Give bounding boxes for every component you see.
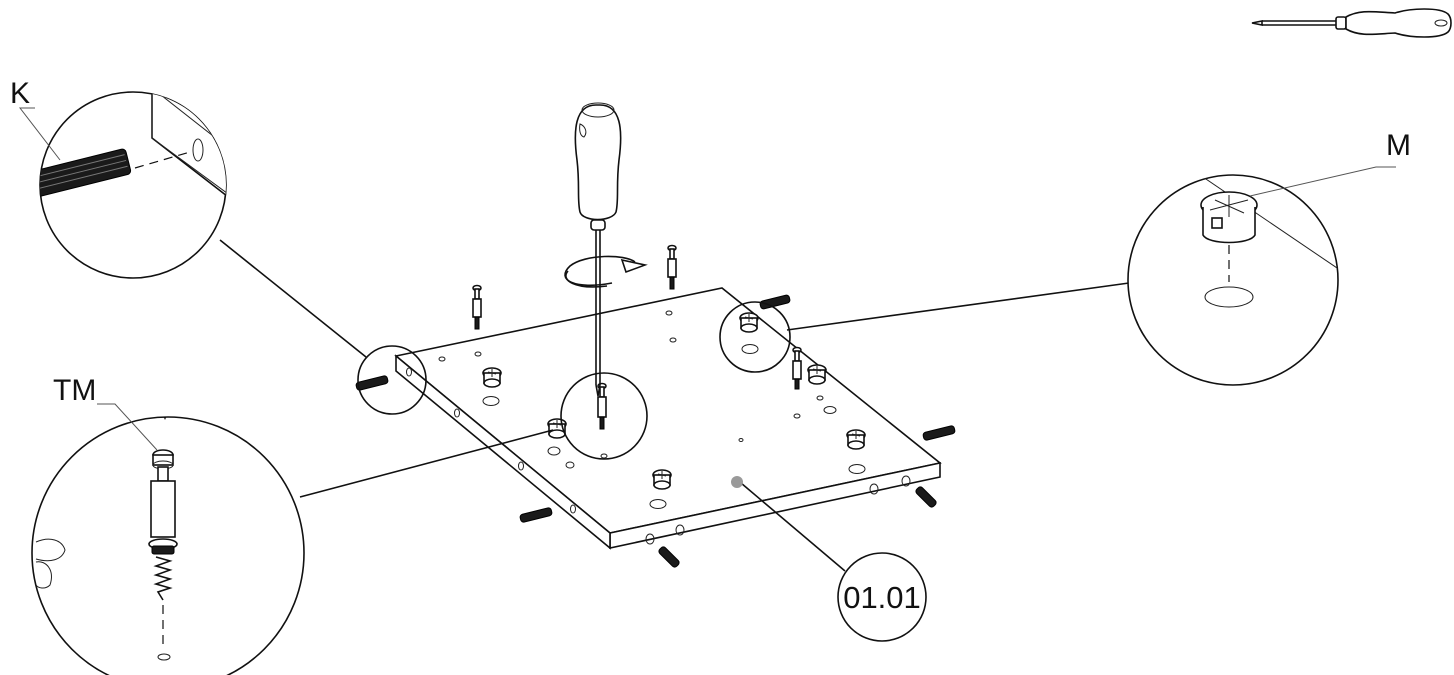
panel-board [394,287,942,550]
screwdriver-tool-icon [1251,8,1452,38]
cam-lock-icon [482,312,866,490]
zoom-marker-m [719,301,791,373]
zoom-marker-k [357,345,427,415]
detail-k: K [10,77,227,279]
part-marker-dot [731,476,743,488]
part-number-bubble: 01.01 [837,552,927,642]
rotation-arrow-icon [564,255,648,288]
callout-k-label: K [10,77,30,110]
wooden-dowel-icon [355,294,956,568]
zoom-marker-center [560,372,648,460]
screwdriver-icon [574,102,622,397]
detail-m: M [1127,129,1411,386]
cam-bolt-icon [472,244,802,430]
callout-tm-label: TM [53,374,96,407]
callout-m-label: M [1386,129,1411,162]
detail-tm: TM [31,374,305,675]
part-number-label: 01.01 [843,580,921,615]
